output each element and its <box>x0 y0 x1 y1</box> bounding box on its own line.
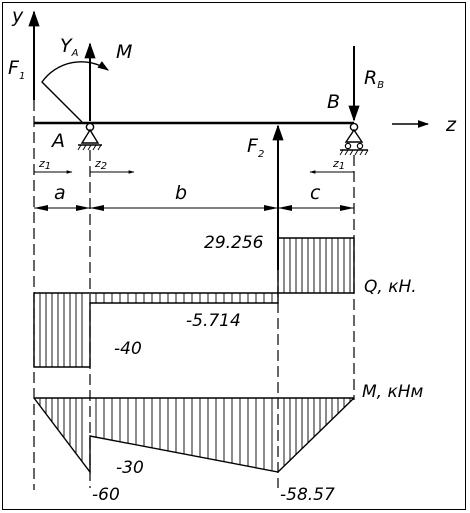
span-c-label: c <box>310 182 321 204</box>
z1-right-label: z1 <box>332 157 345 172</box>
moment-diagram <box>33 397 355 475</box>
shear-value-left: -40 <box>114 339 142 359</box>
force-F1-label: F1 <box>8 57 25 82</box>
span-a-label: a <box>54 182 66 204</box>
force-F2-label: F2 <box>247 135 264 160</box>
moment-label: M, кНм <box>362 382 424 402</box>
support-A <box>77 122 102 151</box>
support-B <box>339 122 369 156</box>
moment-M-arc <box>41 61 109 123</box>
z2-label: z2 <box>94 157 107 172</box>
support-A-label: A <box>50 130 65 152</box>
moment-value-after-A: -30 <box>116 458 144 478</box>
z1-left-label: z1 <box>38 157 51 172</box>
span-b-label: b <box>175 182 187 204</box>
shear-label: Q, кН. <box>364 277 417 297</box>
shear-diagram <box>33 237 355 368</box>
moment-value-at-F2: -58.57 <box>280 485 335 505</box>
drawing-frame <box>2 2 466 510</box>
y-axis-label: y <box>11 5 24 27</box>
shear-value-middle: -5.714 <box>186 311 241 331</box>
moment-M-label: M <box>116 41 132 63</box>
support-B-label: B <box>327 91 340 113</box>
reaction-YA-label: YA <box>60 35 79 59</box>
moment-value-at-A: -60 <box>92 485 120 505</box>
shear-value-right: 29.256 <box>204 233 264 253</box>
reaction-RB-label: RB <box>364 67 384 91</box>
z-axis-label: z <box>445 114 457 136</box>
